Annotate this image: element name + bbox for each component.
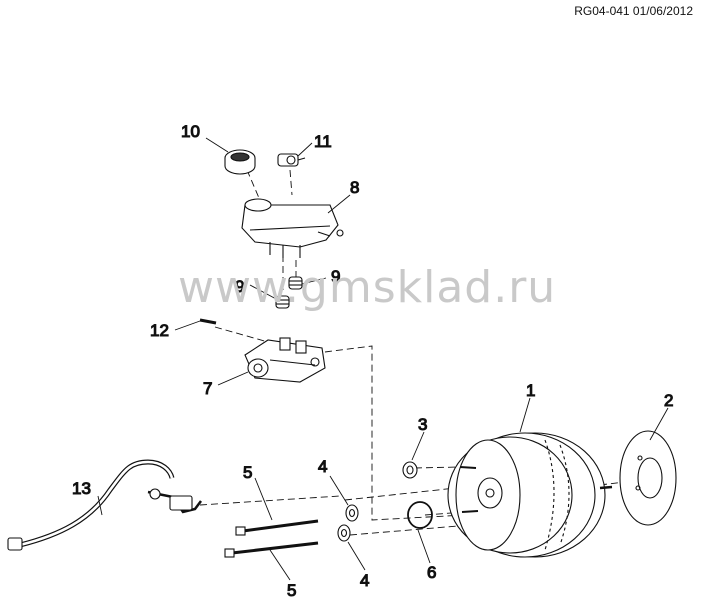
callout-11: 11 xyxy=(314,132,332,151)
booster-grommet-part xyxy=(402,461,418,479)
callout-1: 1 xyxy=(526,381,535,400)
callout-9-right: 9 xyxy=(331,267,340,286)
reservoir-grommet-parts xyxy=(275,276,303,309)
callout-12: 12 xyxy=(150,321,169,340)
booster-seal-ring-part xyxy=(407,501,433,529)
callout-2: 2 xyxy=(664,391,673,410)
vacuum-brake-booster-part xyxy=(447,432,613,558)
callout-6: 6 xyxy=(427,563,436,582)
reservoir-cap-part xyxy=(224,149,256,175)
watermark: www.gmsklad.ru xyxy=(178,262,557,313)
callout-9-left: 9 xyxy=(235,277,244,296)
callout-numbers: 1 2 3 4 4 5 5 6 7 8 9 9 10 11 12 13 xyxy=(71,121,674,600)
vacuum-hose-part xyxy=(7,459,202,551)
booster-bolt-parts xyxy=(224,519,319,558)
callout-10: 10 xyxy=(181,122,200,141)
booster-nut-parts xyxy=(337,504,359,542)
callout-13: 13 xyxy=(72,479,91,498)
drawing-code: RG04-041 01/06/2012 xyxy=(574,4,693,18)
leader-lines xyxy=(97,137,669,581)
callout-5-upper: 5 xyxy=(243,463,252,482)
callout-7: 7 xyxy=(203,379,212,398)
brake-fluid-reservoir-part xyxy=(241,198,344,258)
mounting-stud-part xyxy=(199,318,217,325)
callout-4-upper: 4 xyxy=(318,457,327,476)
fluid-level-sensor-part xyxy=(277,153,306,167)
alignment-lines xyxy=(199,169,641,536)
callout-3: 3 xyxy=(418,415,427,434)
callout-5-lower: 5 xyxy=(287,581,296,600)
callout-8: 8 xyxy=(350,178,359,197)
callout-4-lower: 4 xyxy=(360,571,369,590)
master-cylinder-part xyxy=(244,337,326,383)
booster-gasket-part xyxy=(619,430,677,526)
